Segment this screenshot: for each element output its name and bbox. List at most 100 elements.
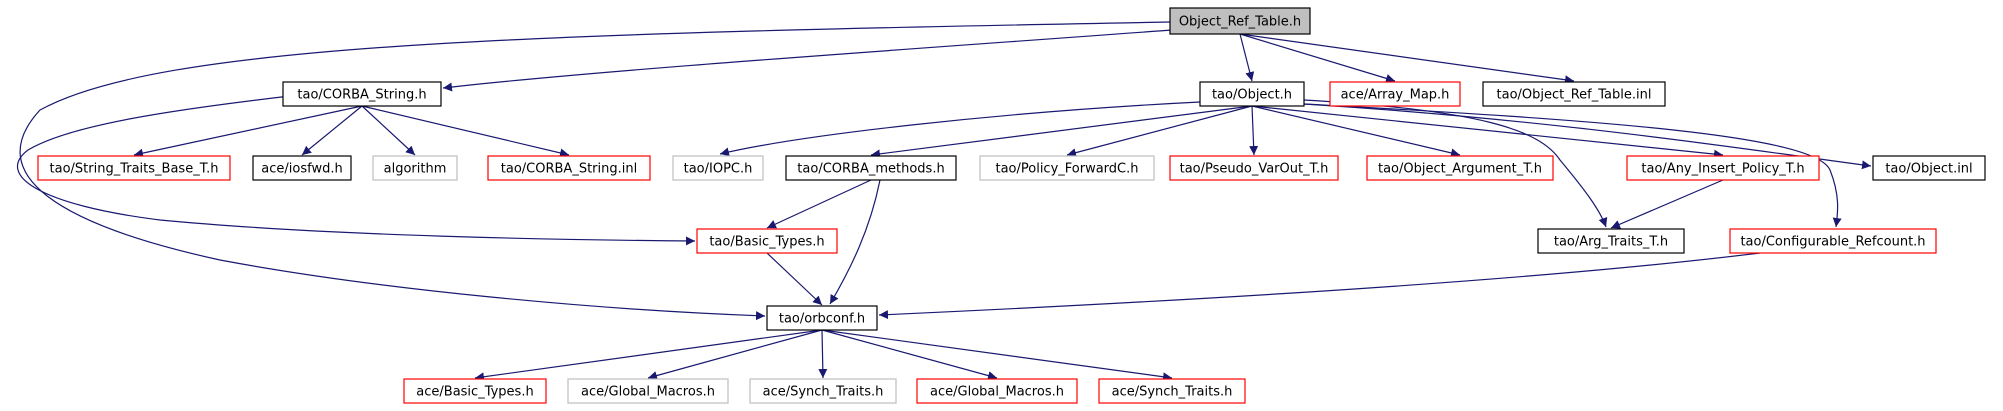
- node-object-argument[interactable]: tao/Object_Argument_T.h: [1366, 155, 1554, 181]
- node-label: ace/Synch_Traits.h: [1112, 385, 1233, 400]
- node-label: tao/Configurable_Refcount.h: [1740, 235, 1925, 250]
- node-box: [1729, 228, 1937, 254]
- node-iosfwd[interactable]: ace/iosfwd.h: [252, 155, 352, 181]
- edge-orbconf-to-ace_basic_types: [474, 329, 823, 382]
- node-orbconf[interactable]: tao/orbconf.h: [766, 305, 878, 331]
- edge-corba_methods-to-orbconf: [829, 179, 881, 305]
- node-box: [785, 155, 957, 181]
- node-corba-string-inl[interactable]: tao/CORBA_String.inl: [487, 155, 651, 181]
- node-corba-methods[interactable]: tao/CORBA_methods.h: [785, 155, 957, 181]
- edge-corba_string-to-algorithm: [361, 105, 416, 156]
- node-label: tao/CORBA_String.h: [297, 88, 426, 103]
- edge-object-to-arg_traits: [1303, 99, 1608, 228]
- edge-configurable_refcount-to-orbconf: [878, 252, 1761, 320]
- node-label: tao/CORBA_methods.h: [797, 162, 944, 177]
- node-label: tao/Object.inl: [1885, 162, 1972, 177]
- node-algorithm[interactable]: algorithm: [372, 155, 458, 181]
- edge-object-to-object_argument: [1251, 105, 1461, 158]
- node-box: [1626, 155, 1820, 181]
- edge-corba_string-to-string_traits: [133, 105, 363, 158]
- node-box: [567, 378, 729, 404]
- edge-basic_types_tao-to-orbconf: [766, 252, 823, 306]
- node-box: [1098, 378, 1246, 404]
- node-root[interactable]: Object_Ref_Table.h: [1169, 7, 1311, 35]
- node-array-map[interactable]: ace/Array_Map.h: [1329, 81, 1461, 107]
- node-label: tao/Object_Argument_T.h: [1378, 162, 1542, 177]
- node-box: [487, 155, 651, 181]
- edge-any_insert_policy-to-arg_traits: [1610, 179, 1724, 229]
- node-box: [1199, 81, 1305, 107]
- node-label: tao/Policy_ForwardC.h: [995, 162, 1138, 177]
- node-label: tao/IOPC.h: [684, 162, 753, 177]
- edge-root-to-corba_string: [442, 29, 1173, 92]
- node-label: tao/Any_Insert_Policy_T.h: [1641, 162, 1804, 177]
- node-arg-traits[interactable]: tao/Arg_Traits_T.h: [1537, 228, 1685, 254]
- edge-object-to-iopc: [719, 101, 1201, 157]
- edge-object-to-any_insert_policy: [1251, 105, 1724, 159]
- node-box: [1329, 81, 1461, 107]
- edge-root-to-object: [1239, 33, 1255, 82]
- node-configurable-refcount[interactable]: tao/Configurable_Refcount.h: [1729, 228, 1937, 254]
- node-synch-traits-red[interactable]: ace/Synch_Traits.h: [1098, 378, 1246, 404]
- edge-orbconf-to-synch_traits_red: [821, 329, 1173, 382]
- node-box: [372, 155, 458, 181]
- node-label: ace/Basic_Types.h: [416, 385, 533, 400]
- node-iopc[interactable]: tao/IOPC.h: [672, 155, 764, 181]
- node-box: [766, 305, 878, 331]
- edge-corba_string-to-corba_string_inl: [361, 105, 570, 158]
- node-global-macros-red[interactable]: ace/Global_Macros.h: [916, 378, 1078, 404]
- node-string-traits[interactable]: tao/String_Traits_Base_T.h: [37, 155, 231, 181]
- node-ace-basic-types[interactable]: ace/Basic_Types.h: [403, 378, 547, 404]
- node-box: [282, 81, 442, 107]
- node-global-macros-gray[interactable]: ace/Global_Macros.h: [567, 378, 729, 404]
- nodes-layer: Object_Ref_Table.h tao/CORBA_String.h tao/…: [37, 7, 1986, 404]
- node-basic-types-tao[interactable]: tao/Basic_Types.h: [696, 228, 838, 254]
- node-box: [37, 155, 231, 181]
- node-label: ace/Global_Macros.h: [930, 385, 1064, 400]
- edge-orbconf-to-synch_traits_gray: [818, 329, 828, 379]
- node-label: tao/String_Traits_Base_T.h: [50, 162, 219, 177]
- node-box: [916, 378, 1078, 404]
- edge-corba_string-to-basic_types_tao: [16, 95, 696, 246]
- edge-orbconf-to-global_macros_gray: [647, 329, 823, 380]
- node-object-ref-table-inl[interactable]: tao/Object_Ref_Table.inl: [1482, 81, 1666, 107]
- node-label: tao/Pseudo_VarOut_T.h: [1180, 162, 1329, 177]
- node-box: [696, 228, 838, 254]
- edge-object-to-policy_forwardc: [1066, 105, 1253, 158]
- node-box: [979, 155, 1155, 181]
- edge-root-to-object_ref_table_inl: [1239, 33, 1575, 85]
- node-box: [403, 378, 547, 404]
- node-object-inl[interactable]: tao/Object.inl: [1872, 155, 1986, 181]
- node-pseudo-varout[interactable]: tao/Pseudo_VarOut_T.h: [1169, 155, 1339, 181]
- node-label: tao/Arg_Traits_T.h: [1554, 235, 1668, 250]
- node-label: tao/Object_Ref_Table.inl: [1497, 88, 1652, 103]
- edge-object-to-configurable_refcount: [1303, 103, 1842, 228]
- node-label: algorithm: [384, 162, 447, 177]
- node-any-insert-policy[interactable]: tao/Any_Insert_Policy_T.h: [1626, 155, 1820, 181]
- node-box: [1537, 228, 1685, 254]
- node-label: ace/Global_Macros.h: [581, 385, 715, 400]
- node-label: tao/orbconf.h: [779, 312, 865, 327]
- node-box: [1366, 155, 1554, 181]
- node-synch-traits-gray[interactable]: ace/Synch_Traits.h: [749, 378, 897, 404]
- node-label: Object_Ref_Table.h: [1179, 15, 1301, 30]
- edge-root-to-orbconf: [19, 21, 1171, 321]
- node-object[interactable]: tao/Object.h: [1199, 81, 1305, 107]
- node-box: [1872, 155, 1986, 181]
- edge-root-to-array_map: [1239, 33, 1396, 83]
- node-box: [672, 155, 764, 181]
- edge-orbconf-to-global_macros_red: [821, 329, 998, 380]
- node-label: ace/Synch_Traits.h: [763, 385, 884, 400]
- node-label: ace/Array_Map.h: [1341, 88, 1450, 103]
- node-box: [749, 378, 897, 404]
- node-label: tao/Object.h: [1212, 88, 1292, 103]
- node-box: [1169, 155, 1339, 181]
- edge-corba_string-to-iosfwd: [301, 105, 363, 156]
- node-box: [1482, 81, 1666, 107]
- node-policy-forwardc[interactable]: tao/Policy_ForwardC.h: [979, 155, 1155, 181]
- node-label: tao/Basic_Types.h: [709, 235, 824, 250]
- node-corba-string[interactable]: tao/CORBA_String.h: [282, 81, 442, 107]
- node-box: [1169, 7, 1311, 35]
- edges-layer: [16, 21, 1872, 382]
